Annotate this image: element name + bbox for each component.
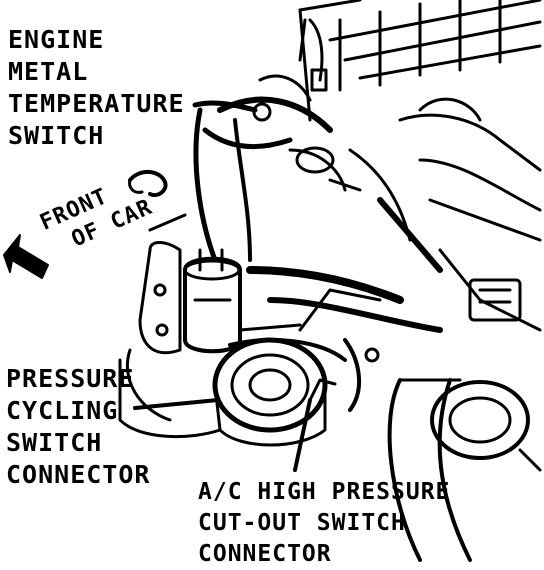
compressor (118, 241, 382, 447)
label-line: TEMPERATURE (8, 89, 185, 118)
label-line: PRESSURE (6, 364, 135, 393)
label-line: A/C HIGH PRESSURE (198, 479, 451, 505)
label-line: CYCLING (6, 396, 119, 425)
pressure-cycling-switch-connector-label: PRESSURE CYCLING SWITCH CONNECTOR (6, 363, 150, 491)
ac-switch-leader (293, 378, 337, 472)
label-line: CONNECTOR (6, 460, 151, 489)
accumulator (183, 248, 242, 354)
label-line: CONNECTOR (198, 541, 332, 567)
label-line: ENGINE (8, 25, 105, 54)
radiator-grille (298, 0, 542, 122)
engine-block (348, 97, 542, 332)
wiring-harness (193, 18, 443, 333)
label-line: METAL (8, 57, 89, 86)
front-label-leader (148, 213, 187, 232)
label-line: CUT-OUT SWITCH (198, 510, 406, 536)
label-line: SWITCH (6, 428, 103, 457)
engine-switch-leader (192, 100, 272, 122)
pressure-switch-leader (133, 398, 220, 410)
front-arrow-icon (3, 234, 49, 279)
lower-right-hose (387, 378, 542, 562)
hose-clip (128, 170, 168, 197)
ac-high-pressure-cutout-switch-connector-label: A/C HIGH PRESSURE CUT-OUT SWITCH CONNECT… (198, 477, 450, 570)
engine-metal-temperature-switch-label: ENGINE METAL TEMPERATURE SWITCH (8, 24, 185, 152)
label-line: SWITCH (8, 121, 105, 150)
